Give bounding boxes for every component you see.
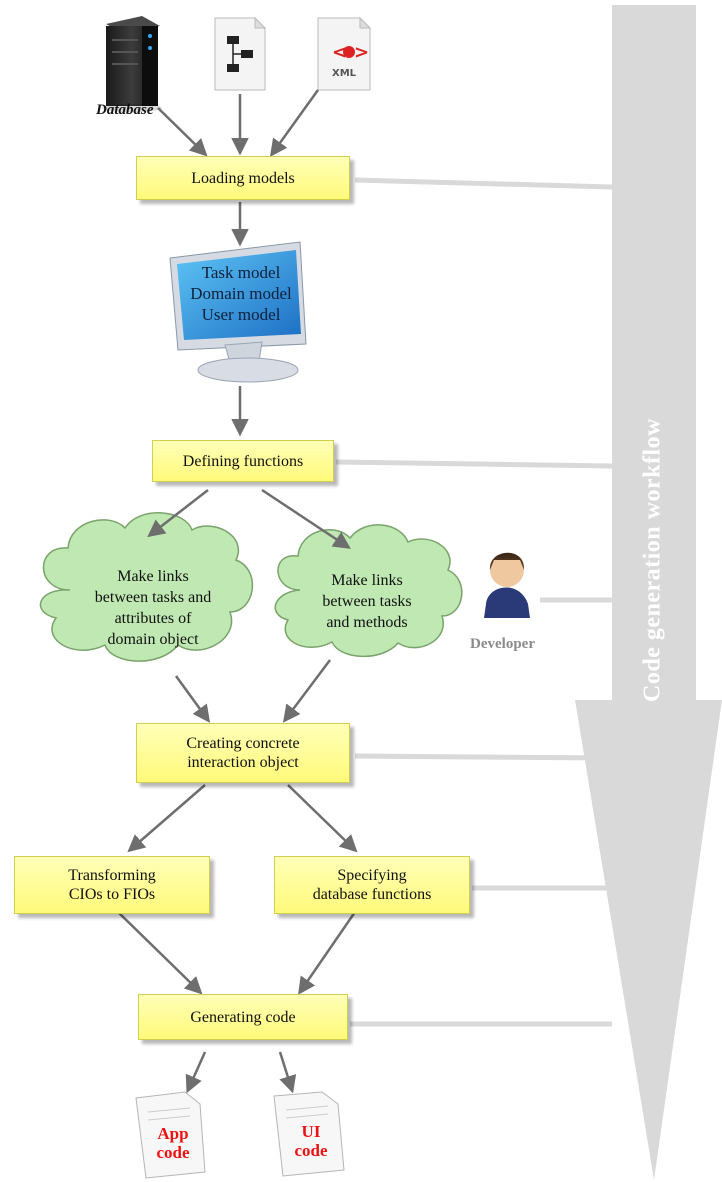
connector-lines (335, 177, 613, 1027)
database-server-icon (102, 16, 162, 112)
developer-icon (484, 552, 530, 618)
svg-text:>: > (354, 42, 369, 63)
cloud-left (39, 512, 254, 662)
diagram-document-icon (214, 16, 267, 91)
database-label: Database (96, 102, 154, 118)
xml-document-icon: < > (317, 16, 372, 91)
step-transforming-cios[interactable]: Transforming CIOs to FIOs (14, 856, 210, 914)
step-loading-models[interactable]: Loading models (136, 156, 350, 200)
developer-label: Developer (470, 636, 535, 652)
workflow-label: Code generation workflow (639, 418, 666, 702)
flow-arrows (117, 89, 358, 1094)
monitor-models-text: Task model Domain model User model (190, 263, 292, 324)
step-generating-code[interactable]: Generating code (138, 994, 348, 1040)
cloud-right (274, 524, 463, 658)
xml-label: XML (332, 68, 357, 79)
cloud-left-text: Make links between tasks and attributes … (94, 568, 212, 648)
monitor-icon (169, 241, 307, 383)
workflow-arrow (575, 5, 722, 1180)
ui-code-document-icon (273, 1091, 345, 1177)
step-defining-functions[interactable]: Defining functions (152, 440, 334, 482)
step-creating-cio[interactable]: Creating concrete interaction object (136, 723, 350, 783)
ui-code-label: UI code (294, 1122, 328, 1160)
svg-text:<: < (332, 42, 347, 63)
cloud-right-text: Make links between tasks and methods (322, 572, 412, 631)
app-code-label: App code (156, 1124, 190, 1162)
app-code-document-icon (135, 1091, 206, 1179)
step-specifying-db[interactable]: Specifying database functions (274, 856, 470, 914)
